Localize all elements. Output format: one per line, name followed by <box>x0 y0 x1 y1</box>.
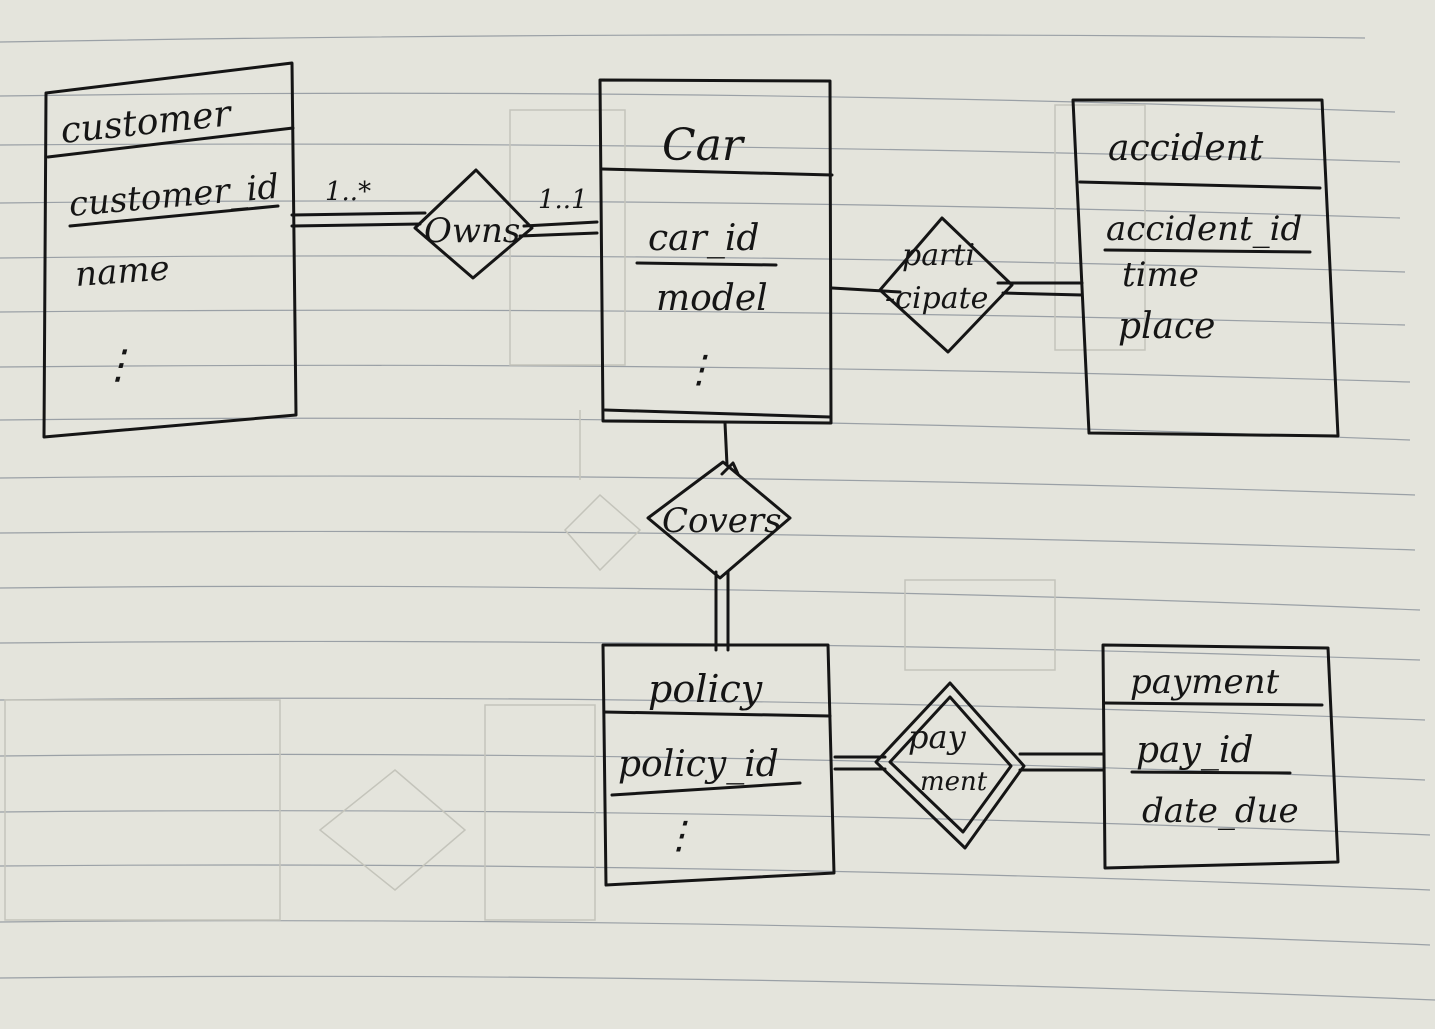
attribute-ellipsis: ⋮ <box>680 347 718 391</box>
attribute: place <box>1118 306 1216 347</box>
relationship-payment: pay ment <box>833 681 1105 850</box>
entity-accident: accident accident_id time place <box>1071 98 1340 438</box>
attribute: model <box>656 278 768 319</box>
relationship-label: pay <box>908 718 967 756</box>
key-underline <box>635 261 778 267</box>
primary-key-attribute: car_id <box>648 218 759 259</box>
entity-title: policy <box>648 667 763 711</box>
attribute: name <box>74 248 171 294</box>
relationship-owns: Owns 1..* 1..1 <box>290 168 599 280</box>
key-underline <box>610 781 802 797</box>
entity-payment: payment pay_id date_due <box>1101 643 1340 870</box>
relationship-label: ment <box>920 767 988 797</box>
relationship-covers: Covers <box>646 421 792 652</box>
entity-title: accident <box>1108 128 1264 169</box>
relationship-participate: parti -cipate <box>830 216 1084 354</box>
relationship-label: parti <box>902 238 975 273</box>
entity-customer: customer customer_id name ⋮ <box>42 61 298 439</box>
cardinality-label: 1..* <box>325 177 371 207</box>
key-underline <box>1130 770 1292 775</box>
bleed-through-marks <box>4 104 1146 921</box>
relationship-label: Covers <box>662 501 782 541</box>
key-underline <box>1103 248 1312 254</box>
relationship-label: -cipate <box>885 281 988 316</box>
attribute: date_due <box>1142 791 1299 831</box>
attribute-ellipsis: ⋮ <box>660 813 698 857</box>
entity-car: Car car_id model ⋮ <box>598 78 834 425</box>
entity-title: Car <box>662 120 746 171</box>
entity-title: payment <box>1130 662 1280 702</box>
cardinality-label: 1..1 <box>538 185 588 215</box>
primary-key-attribute: policy_id <box>618 744 779 785</box>
primary-key-attribute: accident_id <box>1106 209 1302 249</box>
entity-title: customer <box>59 93 235 152</box>
primary-key-attribute: pay_id <box>1136 730 1253 771</box>
attribute: time <box>1122 255 1199 295</box>
attribute-ellipsis: ⋮ <box>98 342 138 388</box>
key-underline <box>68 204 280 228</box>
entity-policy: policy policy_id ⋮ <box>601 643 836 887</box>
relationship-label: Owns <box>424 211 520 251</box>
